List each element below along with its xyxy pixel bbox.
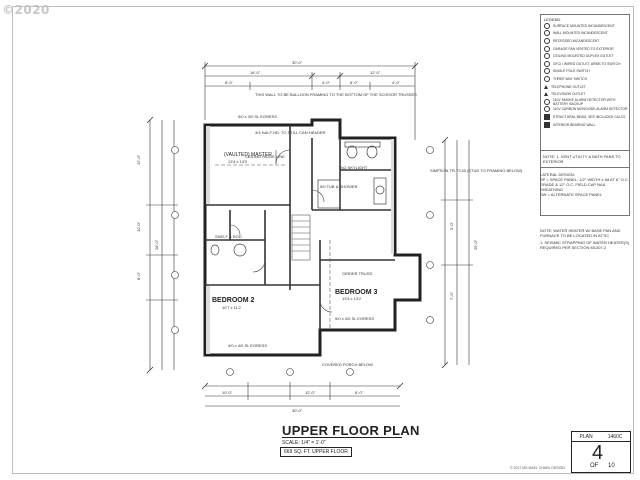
- switch-icon: [544, 68, 550, 75]
- dimension-lines: [146, 62, 473, 407]
- egress-note-1: 5/0 x 3/0 SL EGRESS: [238, 114, 277, 119]
- dim-bottom-1: 10'-0": [222, 390, 233, 395]
- beam-icon: [544, 113, 550, 120]
- dim-top-6: 4'-0": [392, 80, 401, 85]
- section-markers: [171, 146, 434, 376]
- of-label: OF: [590, 463, 599, 469]
- wall-light-icon: [544, 30, 550, 37]
- lateral-note-4: SW = ALTERNATE SPACE PANEL: [540, 192, 603, 197]
- plan-sheet-box: PLAN 1460C 4 OF 10: [571, 431, 631, 473]
- shelf-rod-note: SHELF & ROD: [215, 234, 242, 239]
- legend-item: INTERIOR BEARING WALL: [544, 121, 629, 129]
- lateral-design-notes: LATERAL DESIGN: SP = SPACE PANEL, 1/2" W…: [540, 172, 630, 197]
- covered-porch-note: COVERED PORCH BELOW: [322, 362, 373, 367]
- skylight-note: 2x2 SKYLIGHT: [340, 165, 368, 170]
- dim-left-1: 12'-0": [136, 154, 141, 165]
- water-heater-note: NOTE: WATER HEATER W/ BASE PAN AND FURNA…: [540, 228, 621, 238]
- simpson-note: SIMPSON TR-TC40 (STUD TO FRAMING BELOW): [430, 168, 523, 173]
- dim-right-overall: 29'-0": [473, 239, 478, 250]
- dim-top-5: 8'-0": [350, 80, 359, 85]
- dim-top-overall: 30'-0": [292, 60, 303, 65]
- water-heater-notes: NOTE: WATER HEATER W/ BASE PAN AND FURNA…: [540, 228, 630, 250]
- sheet-total: 10: [608, 463, 615, 469]
- legend-item: RECESSED INCANDESCENT: [544, 37, 629, 45]
- egress-note-3: 5/0 x 4/0 SL EGRESS: [335, 316, 374, 321]
- dim-left-2: 10'-0": [136, 221, 141, 232]
- dim-right-1: 5'-0": [449, 221, 454, 230]
- fixtures: [210, 141, 387, 257]
- legend-item: TELEVISION OUTLET: [544, 90, 629, 98]
- scale-label: SCALE: 1/4" = 1'-0": [282, 440, 326, 446]
- light-icon: [544, 22, 550, 29]
- copyright: © 2017 MICHAEL CHARL DESIGN: [510, 466, 565, 470]
- legend-item: STRUCTURAL BEAM, SEE INCLUDED CALCS: [544, 113, 629, 121]
- dim-left-overall: 28'-0": [154, 239, 159, 250]
- plan-number-row: PLAN 1460C: [572, 432, 630, 442]
- exterior-walls: [203, 118, 422, 357]
- title-underline: [282, 437, 402, 438]
- legend-item: SINGLE POLE SWITCH: [544, 68, 629, 76]
- egress-note-2: 4/0 x 4/0 SL EGRESS: [228, 343, 267, 348]
- legend-item: 110V SMOKE ALARM DETECTOR WITH BATTERY B…: [544, 98, 629, 106]
- three-way-switch-icon: [544, 75, 550, 82]
- tub-note: 5/0 TUB & SHOWER: [320, 184, 358, 189]
- recessed-light-icon: [544, 37, 550, 44]
- dim-bottom-2: 12'-0": [305, 390, 316, 395]
- header-note: 3/4 HALF HD. TO STILL CAN HEADER: [255, 130, 326, 135]
- bedroom-2-label: BEDROOM 2: [212, 297, 255, 304]
- legend-item: 110V CARBON MONOXIDE ALARM DETECTOR: [544, 106, 629, 114]
- lateral-note-3: GRADE & 12" O.C. FIELD CAP NAIL SHEATHIN…: [540, 182, 606, 192]
- seismic-note: 1. SEISMIC STRAPPING OF WATER HEATER(S) …: [540, 240, 630, 250]
- stairs: [291, 214, 311, 261]
- legend-item: TELEPHONE OUTLET: [544, 83, 629, 91]
- wall-hatch: [206, 126, 394, 354]
- legend-panel: LEGEND SURFACE MOUNTED INCANDESCENT WALL…: [540, 14, 630, 216]
- page-title: UPPER FLOOR PLAN: [282, 423, 420, 438]
- dim-bottom-3: 8'-0": [355, 390, 364, 395]
- girder-truss-note: GIRDER TRUSS: [342, 271, 372, 276]
- legend-item: CEILING MOUNTED DUPLEX OUTLET: [544, 52, 629, 60]
- dim-top-4: 4'-0": [322, 80, 331, 85]
- legend-item: GARAGE FAN VENTED TO EXTERIOR: [544, 45, 629, 53]
- legend-note: NOTE: 1. VENT UTILITY & BATH FANS TO EXT…: [543, 154, 621, 164]
- master-dims: 13'4 x 13'0: [228, 159, 248, 164]
- smoke-alarm-icon: [544, 98, 550, 105]
- tv-icon: [544, 92, 548, 97]
- lateral-note-2: SP = SPACE PANEL, 1/2" WIDTH x 8d AT 6" …: [540, 177, 629, 182]
- dimension-ticks: [146, 62, 449, 390]
- plan-number: 1460C: [607, 433, 623, 440]
- ceiling-ridge-note: CEILING RIDGE LINE: [245, 154, 285, 159]
- dim-right-2: 7'-0": [449, 291, 454, 300]
- dim-top-1: 16'-0": [250, 70, 261, 75]
- telephone-icon: [544, 84, 548, 89]
- legend-item: WALL MOUNTED INCANDESCENT: [544, 30, 629, 38]
- gfci-icon: [544, 60, 550, 67]
- legend-header: LEGEND: [544, 17, 561, 22]
- dim-left-3: 8'-0": [136, 271, 141, 280]
- balloon-framing-note: THIS WALL TO BE BALLOON FRAMING TO THE B…: [255, 92, 417, 97]
- sheet-border: [12, 6, 634, 474]
- bedroom-3-label: BEDROOM 3: [335, 289, 378, 296]
- master-vaulted-label: (VAULTED) MASTER: [224, 152, 272, 158]
- outlet-icon: [544, 53, 550, 60]
- dim-top-2: 12'-0": [370, 70, 381, 75]
- co-alarm-icon: [544, 106, 550, 113]
- lateral-note-1: LATERAL DESIGN:: [540, 172, 575, 177]
- legend-item: GFCI / WIRED OUTLET, ARMS TO SWITCH: [544, 60, 629, 68]
- plan-label: PLAN: [579, 433, 593, 440]
- legend-item: THREE WAY SWITCH: [544, 75, 629, 83]
- dim-top-3: 8'-0": [225, 80, 234, 85]
- legend-item: SURFACE MOUNTED INCANDESCENT: [544, 22, 629, 30]
- bearing-wall-icon: [544, 121, 550, 128]
- area-label: 669 SQ. FT. UPPER FLOOR: [280, 447, 352, 457]
- legend-note-box: NOTE: 1. VENT UTILITY & BATH FANS TO EXT…: [540, 150, 630, 168]
- bedroom-2-dims: 10'7 x 11'2: [222, 305, 242, 310]
- dim-bottom-overall: 30'-0": [292, 408, 303, 413]
- sheet-number: 4: [592, 442, 604, 464]
- door-swings: [229, 149, 333, 313]
- fan-icon: [544, 45, 550, 52]
- bedroom-3-dims: 13'4 x 13'2: [342, 296, 362, 301]
